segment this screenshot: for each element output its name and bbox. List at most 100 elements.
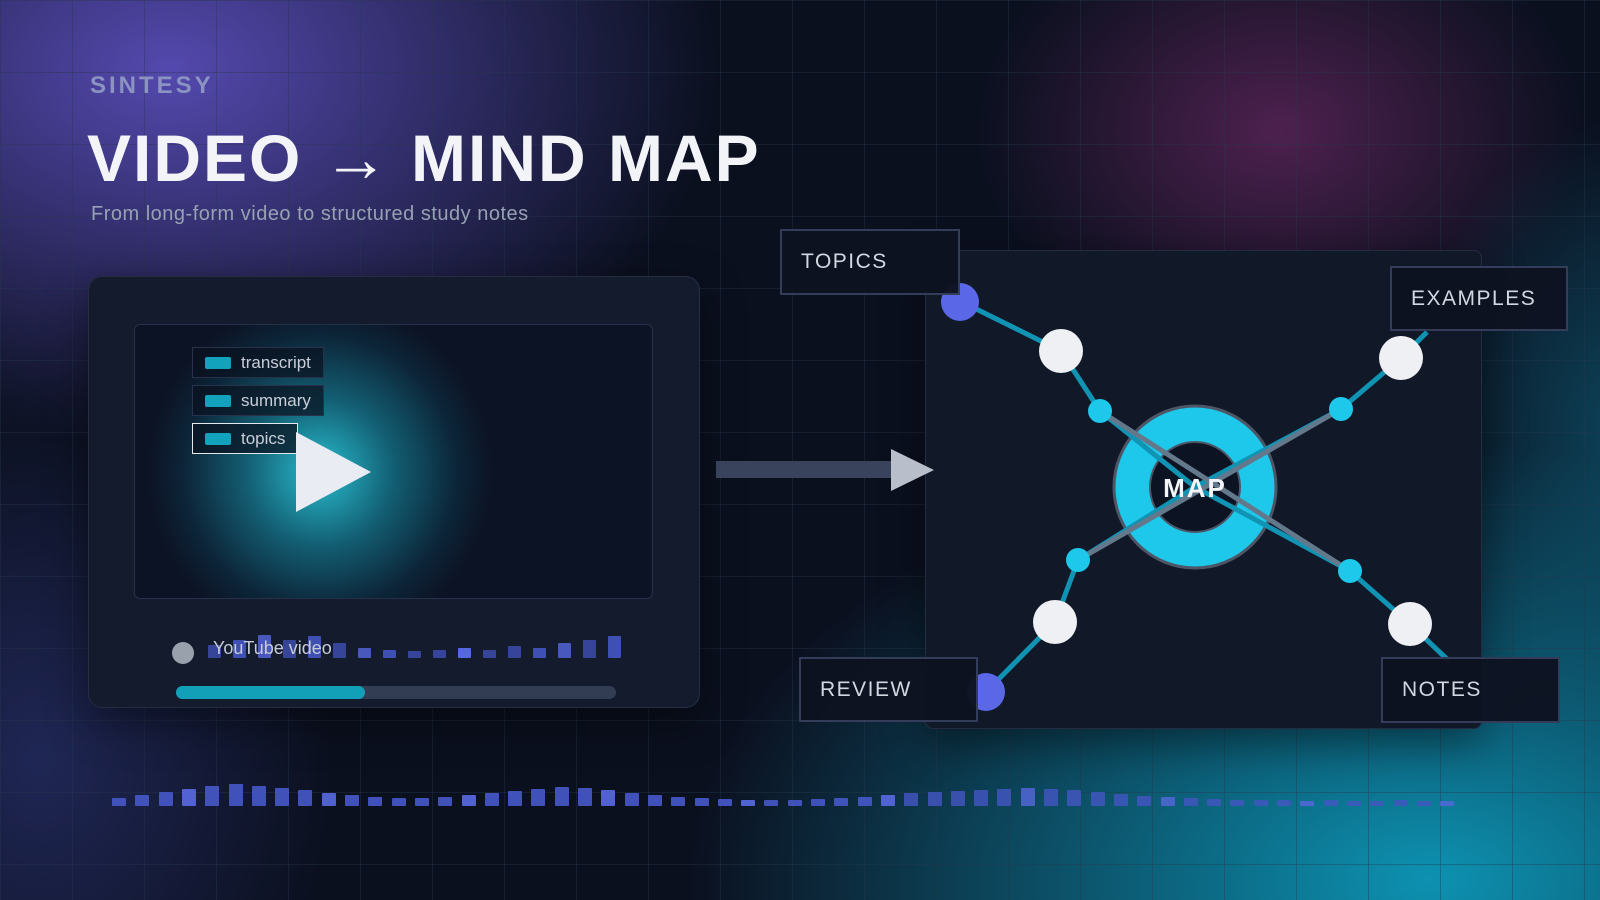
page-subtitle: From long-form video to structured study… [91,203,529,225]
waveform-bar [787,800,802,806]
waveform-bar [880,795,895,806]
node-label-review[interactable]: REVIEW [799,657,978,722]
waveform-bar [531,789,546,806]
waveform-bar [741,800,756,806]
waveform-bar [694,798,709,806]
node-label-topics[interactable]: TOPICS [780,229,960,295]
video-progress-bar[interactable] [176,686,616,699]
mini-waveform-bar [583,640,596,658]
waveform-bar [181,789,196,806]
node-label-notes[interactable]: NOTES [1381,657,1560,723]
mini-waveform-bar [283,640,296,658]
video-screen: transcript summary topics [134,324,653,599]
video-progress-fill [176,686,366,699]
tag-topics[interactable]: topics [192,423,299,454]
mini-waveform-bar [308,636,321,658]
node-label-text: REVIEW [820,677,912,701]
waveform-bar [578,788,592,806]
waveform-bar [974,790,989,806]
mini-waveform-bar [208,645,221,658]
waveform-bar [554,787,569,806]
waveform-bar [1020,788,1035,806]
waveform-bar [671,797,686,806]
waveform-bar [438,797,453,806]
node-label-examples[interactable]: EXAMPLES [1390,266,1568,331]
mini-waveform-bar [408,651,421,658]
waveform-bar [1440,801,1455,806]
source-dot-icon [172,642,194,664]
waveform-bar [484,793,499,806]
waveform-bar [251,786,266,806]
mini-waveform-bar [258,635,271,658]
mini-waveform-bar [383,650,396,658]
waveform-bar [904,793,919,806]
video-player-panel: transcript summary topics YouTube video [88,276,700,708]
waveform-bar [717,799,732,806]
waveform-bar [461,795,476,806]
node-label-text: NOTES [1402,678,1482,701]
tag-color-swatch [205,432,231,445]
waveform-bar [1067,790,1082,806]
brand-logo: SINTESY [90,72,214,99]
tag-color-swatch [205,394,231,407]
waveform-bar [1207,799,1222,806]
mini-waveform-bar [458,648,471,658]
waveform-bar [1183,798,1198,806]
waveform-bar [158,792,173,806]
waveform-bar [1230,800,1245,806]
waveform-bar [647,795,662,806]
mini-waveform-bar [508,646,521,658]
waveform-bar [414,798,429,806]
mini-waveform-bar [358,648,371,658]
waveform-bar [927,792,942,806]
waveform-bar [1253,800,1268,806]
tag-summary[interactable]: summary [192,385,324,416]
play-button-icon[interactable] [296,432,371,512]
waveform-bar [228,784,243,806]
waveform-bar [1300,801,1315,806]
waveform-bar [950,791,965,806]
waveform-bar [321,793,336,806]
waveform-bar [857,797,872,806]
waveform-bar [1323,800,1338,806]
tag-label: topics [241,428,286,448]
mini-waveform-bar [433,650,446,658]
mini-waveform-bar [233,640,246,658]
waveform-bar [1090,792,1105,806]
mini-waveform-bar [533,648,546,658]
waveform-bar [601,790,616,806]
waveform-bar [135,795,150,806]
mini-waveform-bar [558,643,571,658]
node-label-text: TOPICS [801,250,888,273]
waveform-bar [1137,796,1152,806]
mini-waveform-bar [608,636,621,658]
waveform-bar [1113,794,1128,806]
waveform-bar [1346,801,1361,806]
waveform-bar [298,790,313,806]
page-title: VIDEO → MIND MAP [87,121,761,195]
tag-label: transcript [241,352,311,372]
mini-waveform [208,607,708,658]
waveform-bar [205,786,220,806]
waveform-bar [345,795,359,806]
waveform-bar [1416,801,1431,806]
waveform-bar [112,798,126,806]
waveform-bar [1160,797,1175,806]
waveform-bar [811,799,825,806]
bottom-waveform [112,766,1492,806]
waveform-bar [997,789,1012,806]
tag-color-swatch [205,356,231,369]
mini-waveform-bar [333,643,346,658]
mini-waveform-bar [483,650,496,658]
tag-transcript[interactable]: transcript [192,347,324,378]
video-source-label: YouTube video [213,638,332,658]
waveform-bar [368,797,383,806]
waveform-bar [624,793,639,806]
node-label-text: EXAMPLES [1411,286,1537,310]
waveform-bar [1044,789,1058,806]
waveform-bar [834,798,849,806]
waveform-bar [764,800,779,806]
waveform-bar [1370,801,1385,806]
waveform-bar [508,791,523,806]
